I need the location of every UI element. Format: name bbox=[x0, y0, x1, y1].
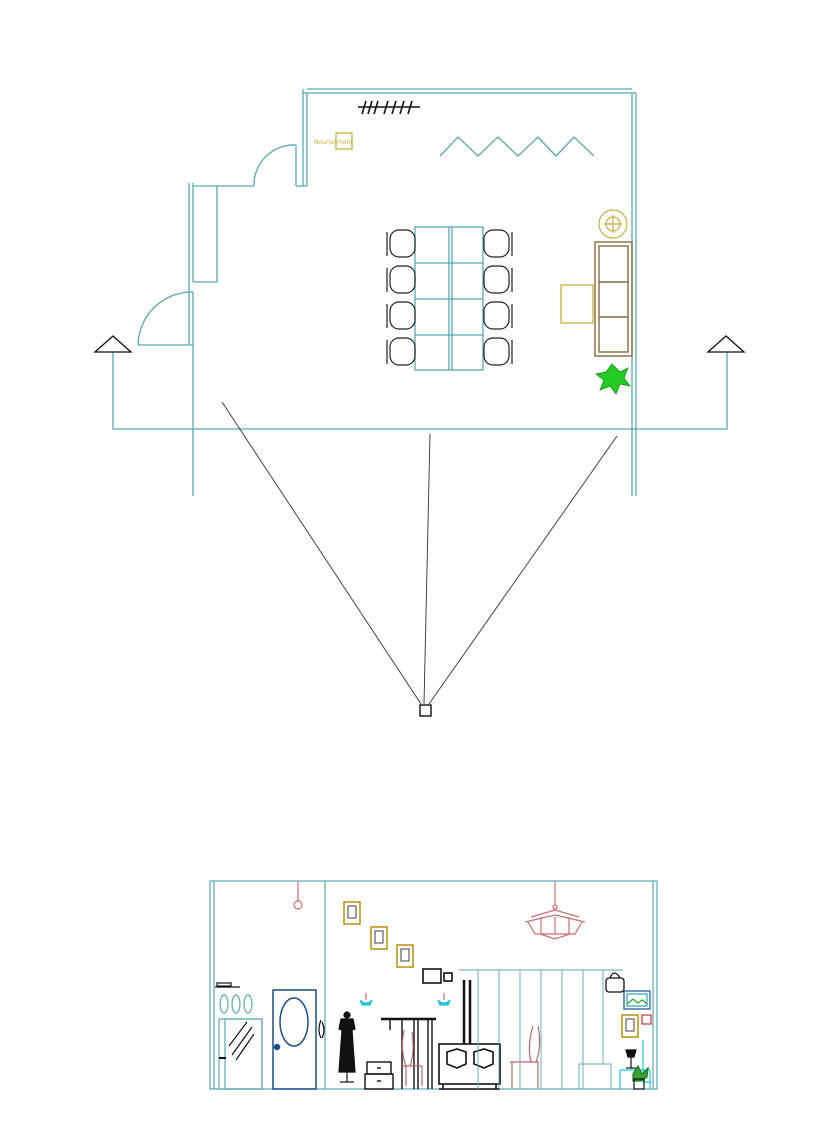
small-plan-label: Nourishment bbox=[314, 132, 353, 150]
storage-boxes bbox=[364, 1061, 394, 1090]
small-red-frame bbox=[641, 1014, 652, 1025]
hanging-bag-icon bbox=[318, 1019, 325, 1039]
floor-lamp-icon bbox=[598, 209, 628, 239]
sofa bbox=[594, 241, 633, 357]
wall-shelf bbox=[215, 982, 240, 988]
wall-sconce-left bbox=[359, 993, 373, 1006]
side-table bbox=[560, 284, 594, 324]
dining-table bbox=[414, 226, 484, 371]
wall-mirrors bbox=[219, 994, 253, 1014]
ceiling-hook bbox=[293, 881, 303, 910]
wall-sconce-right bbox=[437, 993, 451, 1006]
chandelier-icon bbox=[524, 881, 586, 940]
armchair-right bbox=[619, 1040, 651, 1089]
small-dark-frames bbox=[422, 968, 453, 984]
gold-frame-right bbox=[621, 1014, 639, 1038]
section-line bbox=[112, 352, 728, 430]
chair-right-3 bbox=[483, 301, 513, 330]
dress-mannequin-icon bbox=[338, 1011, 356, 1083]
landscape-picture bbox=[623, 990, 651, 1010]
coat-rack-plan bbox=[358, 100, 420, 115]
door-swing-upper bbox=[253, 144, 297, 187]
sight-lines bbox=[221, 401, 618, 705]
door-swing-lower bbox=[137, 291, 194, 346]
chair-right-1 bbox=[483, 229, 513, 258]
chair-elevation-left bbox=[401, 1029, 423, 1086]
section-marker-right bbox=[706, 335, 746, 353]
potted-plant-icon bbox=[632, 1064, 649, 1090]
floor-plan: Nourishment bbox=[93, 88, 746, 717]
left-console bbox=[218, 1018, 263, 1090]
dining-chairs bbox=[386, 229, 513, 366]
handbag-icon bbox=[605, 972, 625, 993]
chair-left-2 bbox=[386, 265, 416, 294]
paneled-wall bbox=[459, 969, 623, 1090]
zigzag-curtain bbox=[439, 136, 595, 157]
clothes-rack bbox=[381, 1017, 436, 1089]
camera-point bbox=[419, 704, 432, 717]
section-marker-left bbox=[93, 335, 133, 353]
plan-label-text: Nourishment bbox=[314, 139, 353, 146]
front-door bbox=[272, 989, 317, 1090]
chair-left-4 bbox=[386, 337, 416, 366]
chair-elevation-right bbox=[510, 1025, 541, 1088]
table-lamp-icon bbox=[625, 1049, 637, 1069]
picture-frames bbox=[343, 901, 414, 968]
chair-left-1 bbox=[386, 229, 416, 258]
chair-right-2 bbox=[483, 265, 513, 294]
plant-icon bbox=[595, 363, 631, 395]
chair-right-4 bbox=[483, 337, 513, 366]
interior-elevation bbox=[209, 880, 658, 1090]
elevation-frame bbox=[209, 880, 658, 1090]
chair-left-3 bbox=[386, 301, 416, 330]
cabinet-stove bbox=[438, 980, 501, 1090]
